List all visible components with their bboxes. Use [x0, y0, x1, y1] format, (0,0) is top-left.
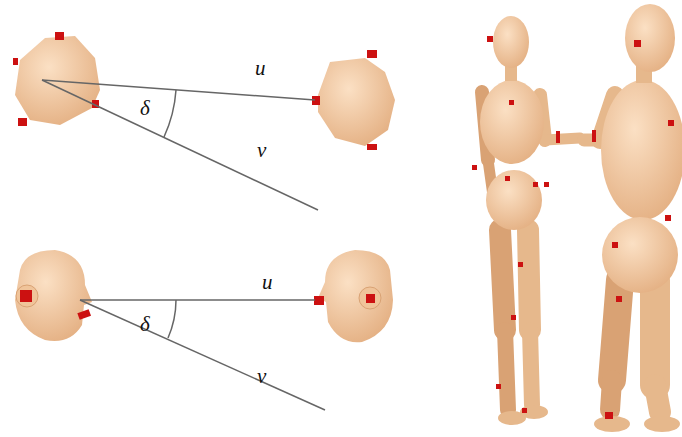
- vector-label: u⃗: [255, 56, 282, 81]
- vector-label: v⃗: [257, 138, 283, 163]
- vector-label: u⃗: [262, 270, 289, 295]
- head-top-view: [318, 58, 395, 146]
- vector-label: v⃗: [257, 364, 283, 389]
- head-side-view: [318, 250, 393, 342]
- head-side-view: [15, 250, 92, 341]
- angle-label: δ: [140, 312, 150, 337]
- angle-label: δ: [140, 96, 150, 121]
